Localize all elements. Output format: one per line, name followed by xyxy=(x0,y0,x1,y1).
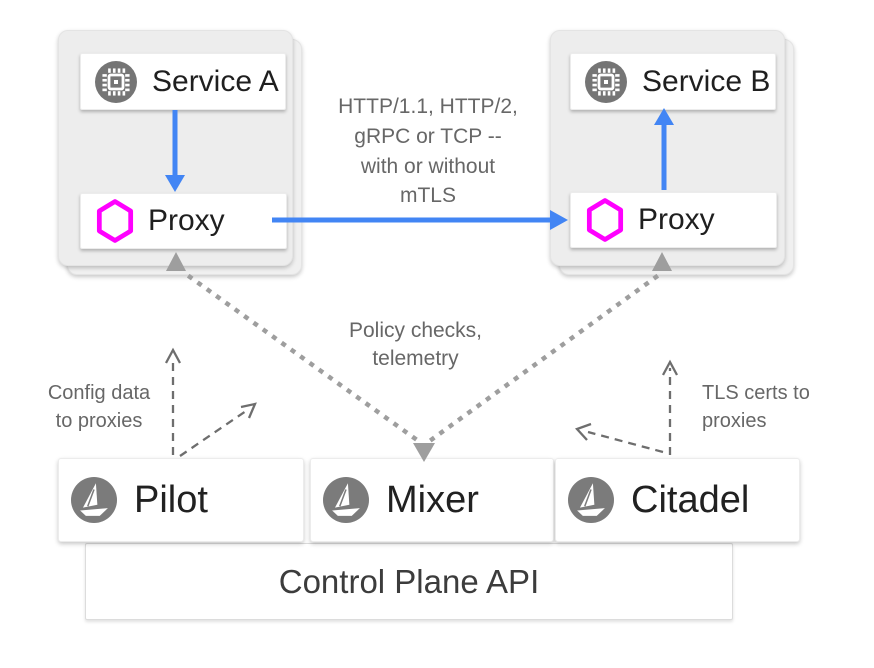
proxy-right-label: Proxy xyxy=(638,203,715,236)
control-plane-api-box: Control Plane API xyxy=(85,543,733,620)
config-data-label: Config data to proxies xyxy=(47,382,151,432)
service-a-label: Service A xyxy=(152,64,279,98)
chip-icon xyxy=(95,60,137,103)
pilot-label: Pilot xyxy=(134,478,208,521)
dashed-tls-arrows xyxy=(574,359,679,455)
policy-telemetry-label: Policy checks, telemetry xyxy=(348,319,483,370)
arrow-proxy-to-proxy xyxy=(272,210,568,230)
istio-sail-icon xyxy=(323,477,369,523)
traffic-protocols-label: HTTP/1.1, HTTP/2, gRPC or TCP -- with or… xyxy=(338,95,518,208)
proxy-left-box: Proxy xyxy=(80,193,287,249)
hexagon-icon xyxy=(96,199,134,243)
dashed-config-arrows xyxy=(164,347,257,457)
tls-certs-label: TLS certs to proxies xyxy=(702,382,810,432)
pilot-box: Pilot xyxy=(58,458,304,542)
mixer-label: Mixer xyxy=(386,478,479,521)
chip-icon xyxy=(585,60,627,103)
istio-sail-icon xyxy=(71,477,117,523)
control-plane-api-label: Control Plane API xyxy=(278,562,540,600)
service-a-box: Service A xyxy=(80,53,286,110)
citadel-label: Citadel xyxy=(631,478,750,521)
citadel-box: Citadel xyxy=(555,458,800,542)
service-b-label: Service B xyxy=(642,64,771,98)
mixer-box: Mixer xyxy=(310,458,554,542)
proxy-left-label: Proxy xyxy=(148,204,225,237)
istio-sail-icon xyxy=(568,477,614,523)
service-b-box: Service B xyxy=(570,53,776,110)
proxy-right-box: Proxy xyxy=(570,192,777,248)
hexagon-icon xyxy=(586,198,624,242)
